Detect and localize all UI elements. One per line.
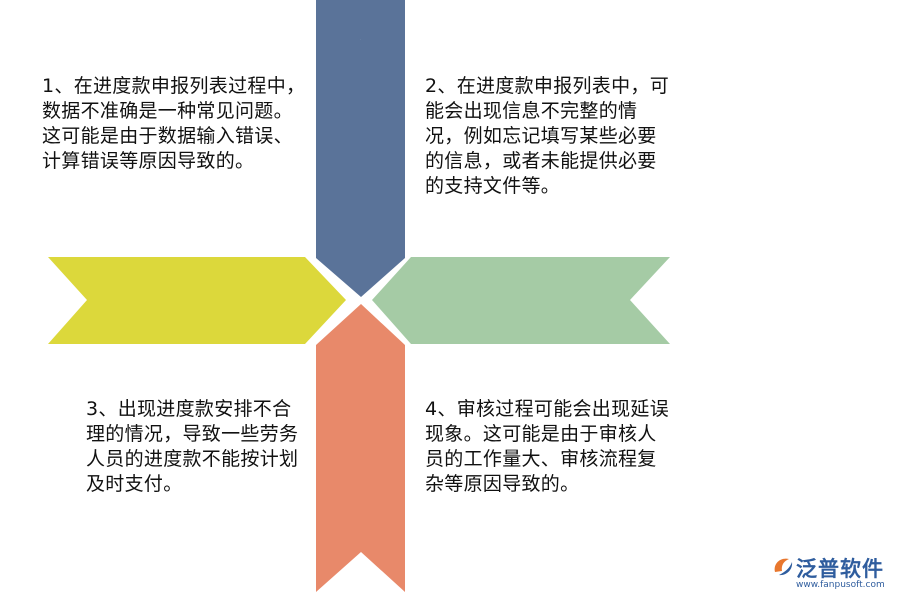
company-logo: 泛普软件 www.fanpusoft.com [770, 554, 894, 596]
note-3-text: 3、出现进度款安排不合理的情况，导致一些劳务人员的进度款不能按计划及时支付。 [86, 398, 299, 495]
arrow-top [316, 0, 405, 297]
logo-name: 泛普软件 [796, 557, 884, 581]
logo-mark-icon [774, 558, 793, 576]
arrow-bottom [316, 304, 405, 592]
arrow-left [48, 257, 346, 344]
note-4-text: 4、审核过程可能会出现延误现象。这可能是由于审核人员的工作量大、审核流程复杂等原… [425, 398, 669, 495]
logo-url: www.fanpusoft.com [796, 580, 885, 590]
note-1-text: 1、在进度款申报列表过程中，数据不准确是一种常见问题。这可能是由于数据输入错误、… [42, 75, 306, 172]
note-2-text: 2、在进度款申报列表中，可能会出现信息不完整的情况，例如忘记填写某些必要的信息，… [425, 75, 669, 197]
arrow-right [372, 257, 670, 344]
